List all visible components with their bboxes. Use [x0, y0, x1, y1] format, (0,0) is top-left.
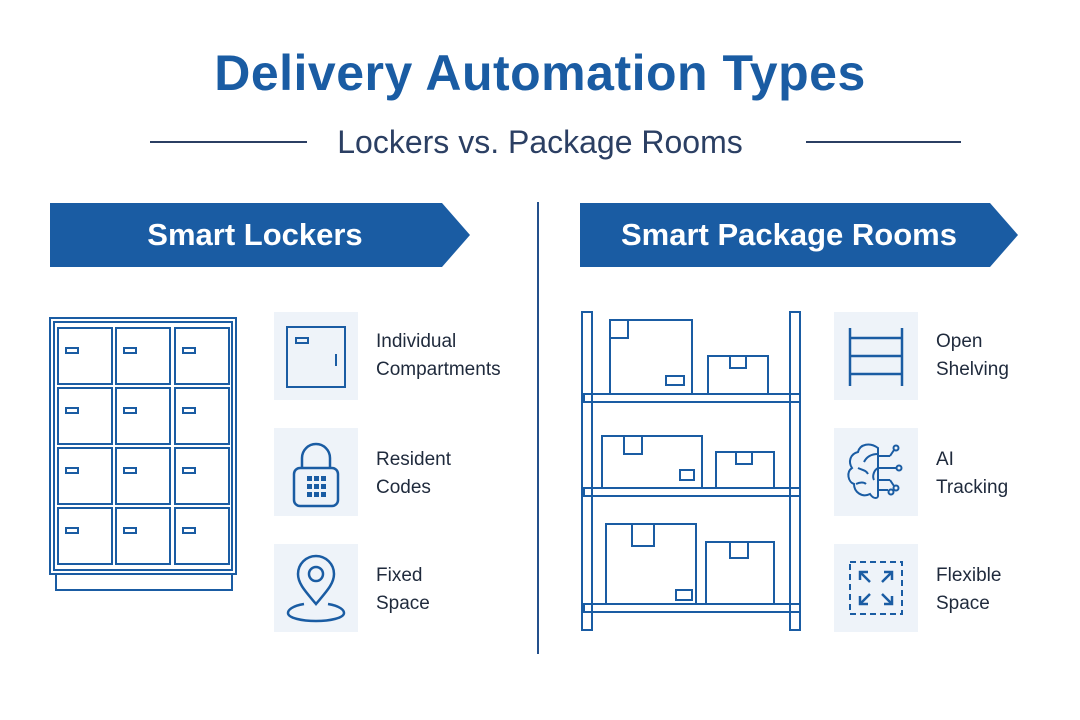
- smart-lockers-banner: Smart Lockers: [50, 203, 470, 267]
- padlock-keypad-icon: [292, 442, 340, 508]
- locker-door: [115, 327, 171, 385]
- locker-door: [174, 507, 230, 565]
- feature-line-2: Compartments: [376, 359, 501, 380]
- page-title: Delivery Automation Types: [214, 45, 866, 101]
- feature-individual-compartments: [274, 312, 358, 400]
- locker-handle: [182, 407, 196, 414]
- locker-handle: [65, 407, 79, 414]
- feature-line-1: Open: [936, 331, 983, 352]
- feature-line-1: Flexible: [936, 565, 1002, 586]
- locker-handle: [123, 527, 137, 534]
- subtitle-row: Lockers vs. Package Rooms: [0, 120, 1080, 164]
- page-subtitle: Lockers vs. Package Rooms: [337, 124, 743, 160]
- locker-door: [115, 447, 171, 505]
- locker-handle: [182, 527, 196, 534]
- locker-door: [115, 387, 171, 445]
- locker-door-icon: [286, 326, 346, 388]
- locker-door: [115, 507, 171, 565]
- smart-package-rooms-banner: Smart Package Rooms: [580, 203, 1018, 267]
- locker-door: [57, 387, 113, 445]
- locker-door: [57, 507, 113, 565]
- locker-door: [174, 327, 230, 385]
- feature-line-2: Codes: [376, 477, 431, 498]
- feature-line-2: Tracking: [936, 477, 1009, 498]
- locker-handle: [123, 407, 137, 414]
- locker-handle: [65, 527, 79, 534]
- feature-open-shelving: [834, 312, 918, 400]
- subtitle-rule-right: [806, 141, 961, 143]
- center-divider: [537, 202, 539, 654]
- shelving-icon: [848, 328, 904, 386]
- feature-line-1: Resident: [376, 449, 451, 470]
- locker-handle: [65, 467, 79, 474]
- locker-door: [57, 327, 113, 385]
- feature-line-2: Shelving: [936, 359, 1009, 380]
- location-pin-icon: [286, 554, 346, 623]
- feature-line-2: Space: [376, 593, 430, 614]
- locker-door: [174, 387, 230, 445]
- locker-door: [174, 447, 230, 505]
- locker-cabinet-illustration: [49, 317, 237, 591]
- expand-arrows-icon: [849, 561, 903, 615]
- feature-line-2: Space: [936, 593, 990, 614]
- feature-line-1: AI: [936, 449, 954, 470]
- locker-door: [57, 447, 113, 505]
- feature-label-flexible-space: Flexible Space: [936, 562, 1001, 618]
- locker-handle: [123, 467, 137, 474]
- feature-ai-tracking: [834, 428, 918, 516]
- locker-handle: [65, 347, 79, 354]
- smart-lockers-heading: Smart Lockers: [147, 217, 363, 252]
- package-shelving-illustration: [581, 311, 801, 631]
- feature-fixed-space: [274, 544, 358, 632]
- subtitle-rule-left: [150, 141, 307, 143]
- feature-label-resident-codes: Resident Codes: [376, 446, 451, 502]
- feature-flexible-space: [834, 544, 918, 632]
- smart-package-rooms-heading: Smart Package Rooms: [621, 217, 957, 252]
- feature-line-1: Fixed: [376, 565, 423, 586]
- feature-line-1: Individual: [376, 331, 457, 352]
- locker-handle: [182, 347, 196, 354]
- feature-resident-codes: [274, 428, 358, 516]
- ai-brain-icon: [847, 443, 903, 499]
- feature-label-ai-tracking: AI Tracking: [936, 446, 1008, 502]
- feature-label-fixed-space: Fixed Space: [376, 562, 430, 618]
- feature-label-individual-compartments: Individual Compartments: [376, 328, 501, 384]
- locker-handle: [123, 347, 137, 354]
- locker-handle: [182, 467, 196, 474]
- feature-label-open-shelving: Open Shelving: [936, 328, 1009, 384]
